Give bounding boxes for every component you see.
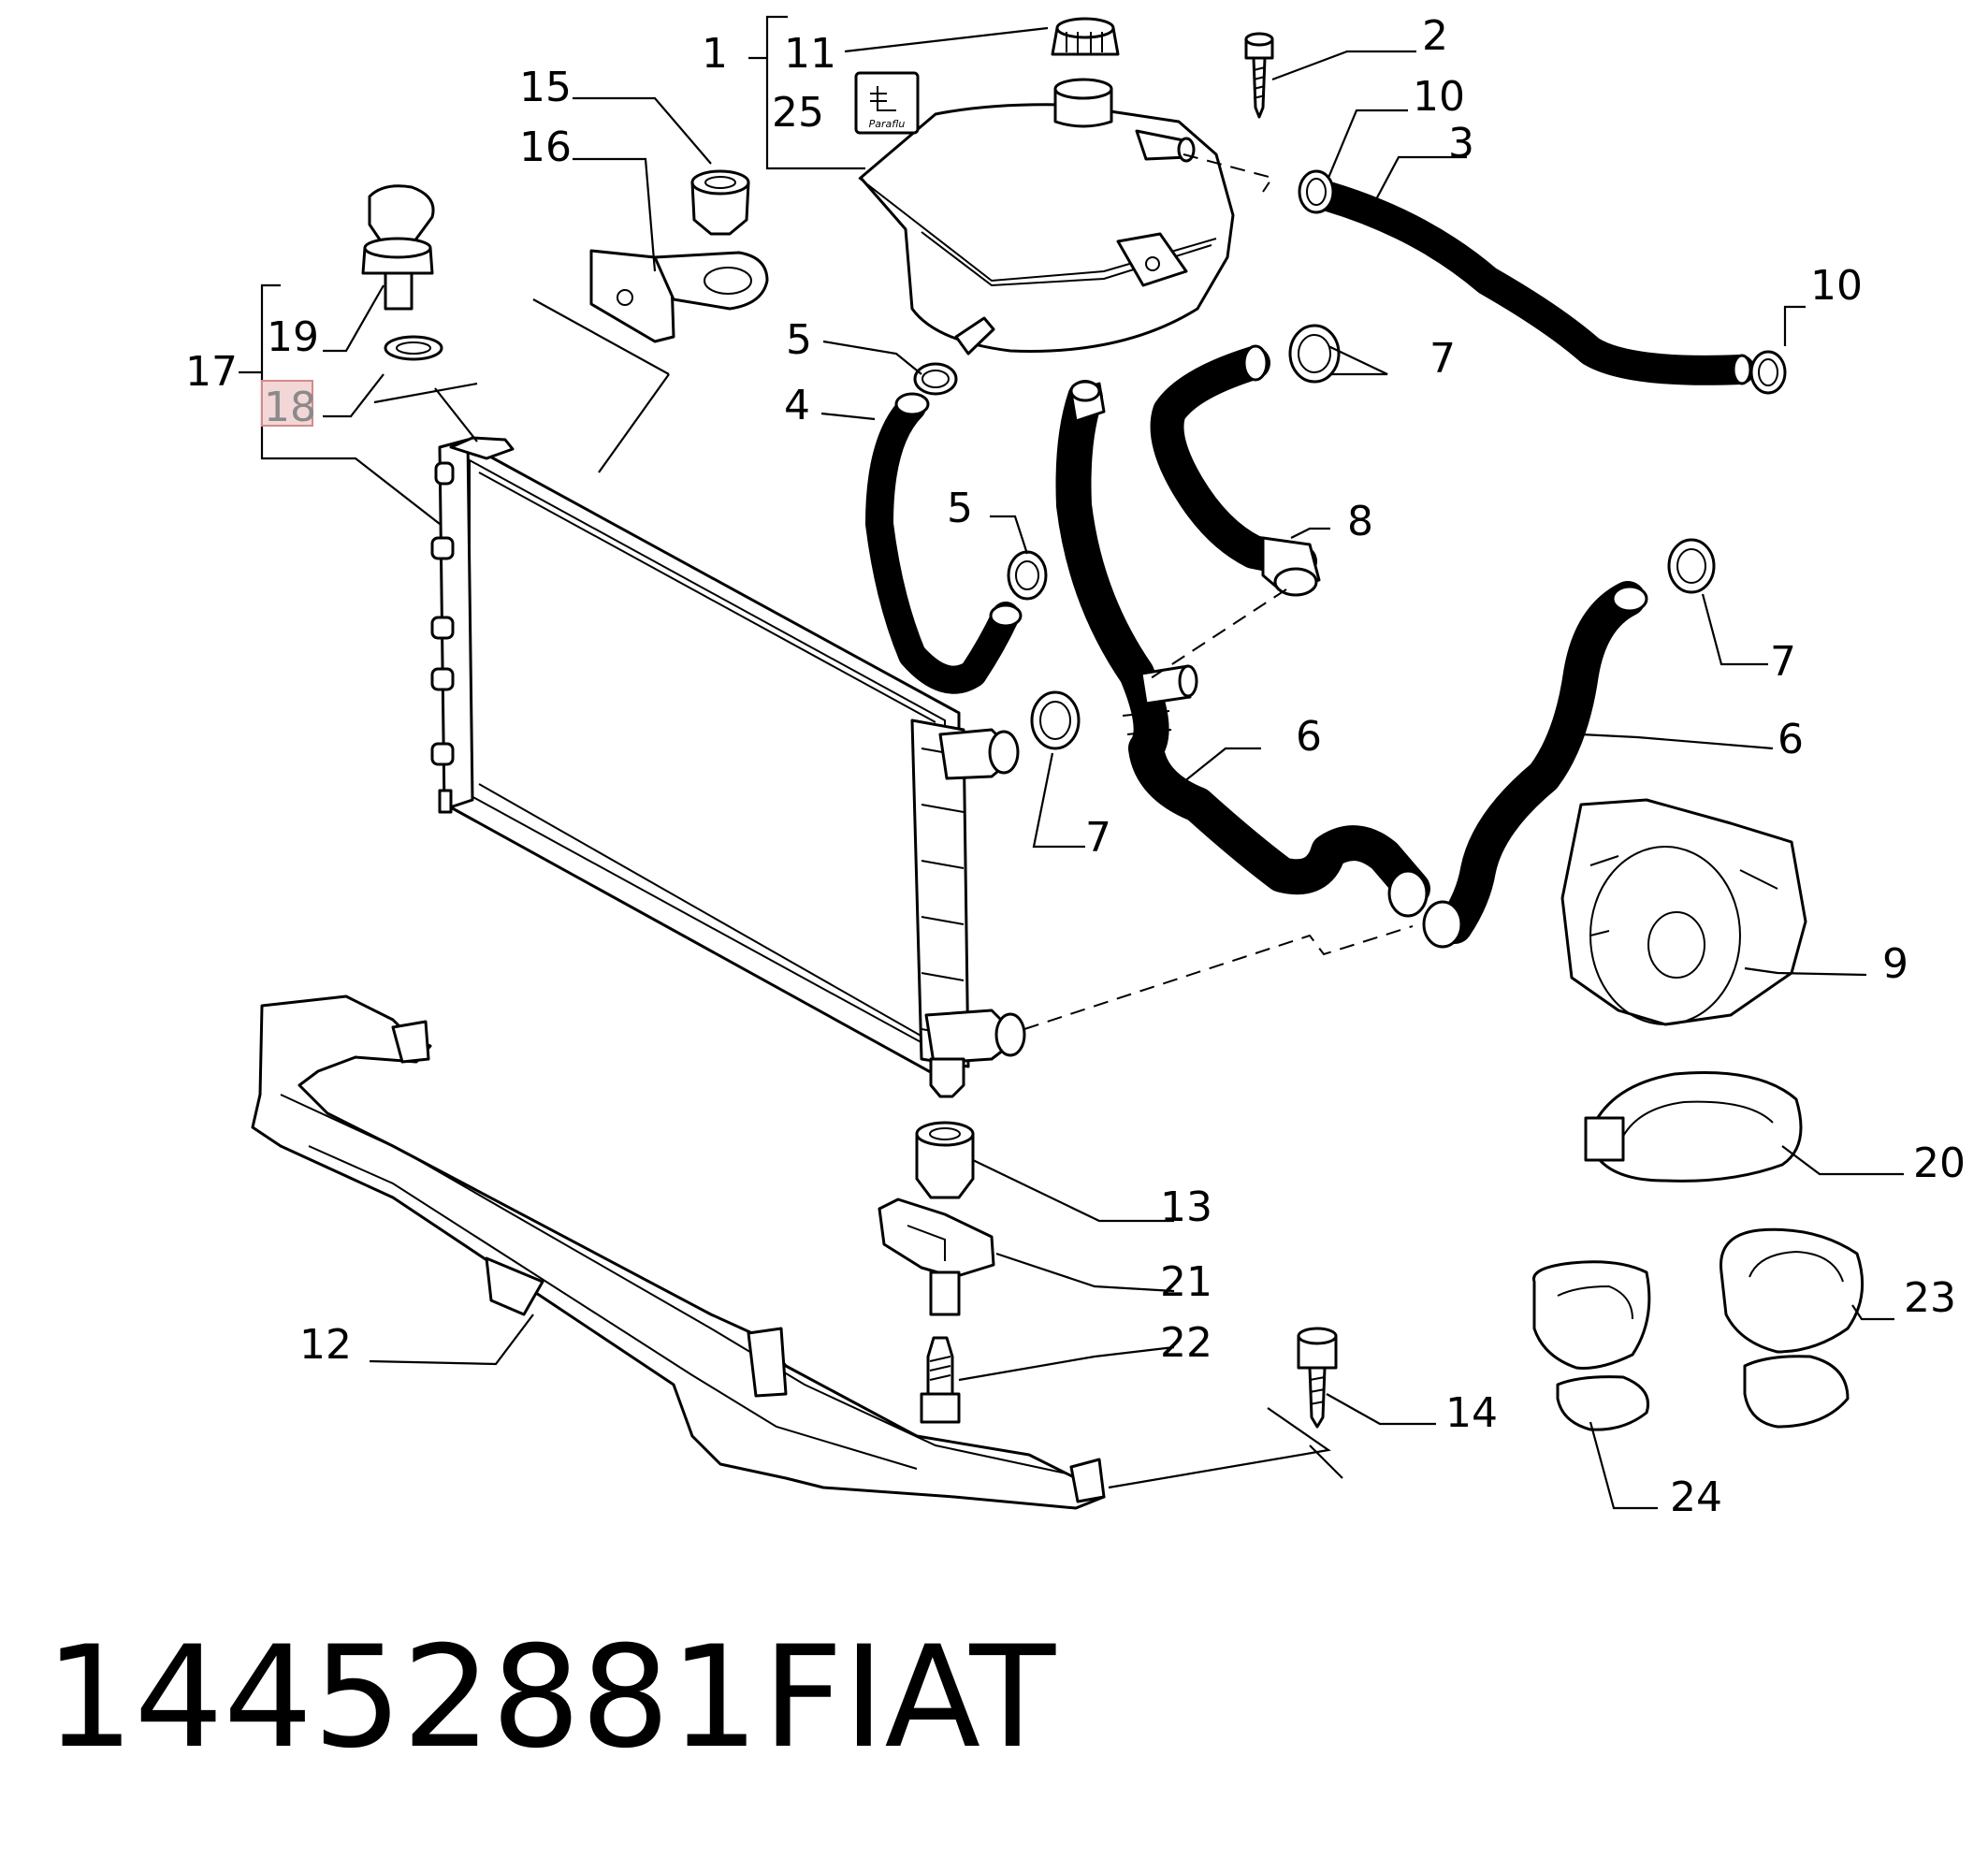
callout-9: 9 [1882, 940, 1908, 988]
bushing-13 [915, 1121, 975, 1199]
callout-15: 15 [519, 64, 572, 111]
callout-14: 14 [1445, 1389, 1498, 1437]
callout-5-mid: 5 [947, 485, 973, 532]
filler-cap-19 [361, 184, 435, 311]
callout-3: 3 [1448, 120, 1474, 167]
callout-7-right: 7 [1770, 638, 1796, 686]
callout-7-left: 7 [1085, 814, 1111, 862]
radiator [430, 436, 1026, 1098]
callout-4: 4 [784, 382, 810, 429]
coolant-label-text: Paraflu [869, 118, 906, 130]
hose-6-right [1422, 581, 1648, 949]
clamp-5-top [913, 362, 958, 396]
coolant-label: Paraflu [854, 71, 920, 135]
callout-22: 22 [1160, 1319, 1212, 1367]
brand-name: FIAT [762, 1617, 1056, 1779]
callout-17: 17 [185, 348, 238, 396]
callout-6-right: 6 [1778, 716, 1804, 763]
callout-23: 23 [1904, 1274, 1956, 1322]
callout-10-top: 10 [1413, 73, 1465, 121]
hose-8 [1150, 344, 1321, 597]
hose-6-center [1055, 380, 1430, 918]
callout-7-top: 7 [1429, 335, 1456, 383]
callout-10-right: 10 [1810, 262, 1863, 310]
callout-16: 16 [519, 123, 572, 171]
callout-11: 11 [784, 30, 836, 78]
screw-22 [920, 1336, 961, 1424]
assembly-line-radiator-to-hoses [1023, 925, 1414, 1030]
clamp-10-right [1749, 350, 1787, 395]
clip-24 [1532, 1260, 1651, 1431]
clamp-7-left [1030, 690, 1081, 750]
hose-4 [865, 392, 1023, 694]
callout-1: 1 [702, 30, 728, 78]
clip-20 [1584, 1071, 1803, 1183]
callout-6-center: 6 [1296, 713, 1322, 761]
callout-19: 19 [267, 313, 319, 361]
clamp-5-mid [1007, 550, 1048, 601]
callout-20: 20 [1913, 1139, 1966, 1187]
hose-3 [1313, 181, 1755, 385]
sensor-21 [878, 1198, 995, 1316]
clip-23 [1720, 1227, 1865, 1429]
callout-18-highlight [261, 380, 313, 427]
callout-labels: 1 2 3 4 5 5 6 6 7 7 7 8 9 10 10 11 12 13… [185, 12, 1966, 1521]
callout-12: 12 [299, 1321, 352, 1369]
pointer-lines-radiator [373, 298, 670, 473]
callout-24: 24 [1670, 1473, 1722, 1521]
callout-5-top: 5 [786, 316, 812, 364]
bracket-16 [589, 249, 769, 343]
callout-21: 21 [1160, 1258, 1212, 1306]
clamp-10-top [1298, 169, 1335, 214]
part-number: 14452881 [45, 1617, 760, 1779]
seal-ring-18 [384, 335, 443, 361]
callout-leaders [239, 15, 1904, 1510]
clamp-7-right [1667, 538, 1716, 594]
crossmember-12 [251, 994, 1106, 1510]
expansion-tank [858, 78, 1235, 356]
clamp-7-top [1288, 324, 1341, 384]
screw-14 [1297, 1327, 1338, 1429]
expansion-tank-cap [1051, 17, 1120, 56]
callout-25: 25 [772, 89, 824, 137]
pointer-lines-crossmember [1108, 1407, 1343, 1489]
callout-2: 2 [1422, 12, 1448, 60]
fan-shroud-9 [1560, 798, 1807, 1026]
assembly-line-8-to-6 [1150, 588, 1287, 679]
callout-18: 18 [264, 384, 316, 431]
grommet-15 [690, 169, 750, 236]
assembly-line-tank-hose [1183, 153, 1274, 193]
callout-8: 8 [1347, 498, 1373, 545]
screw-2 [1244, 32, 1274, 119]
callout-13: 13 [1160, 1183, 1212, 1231]
